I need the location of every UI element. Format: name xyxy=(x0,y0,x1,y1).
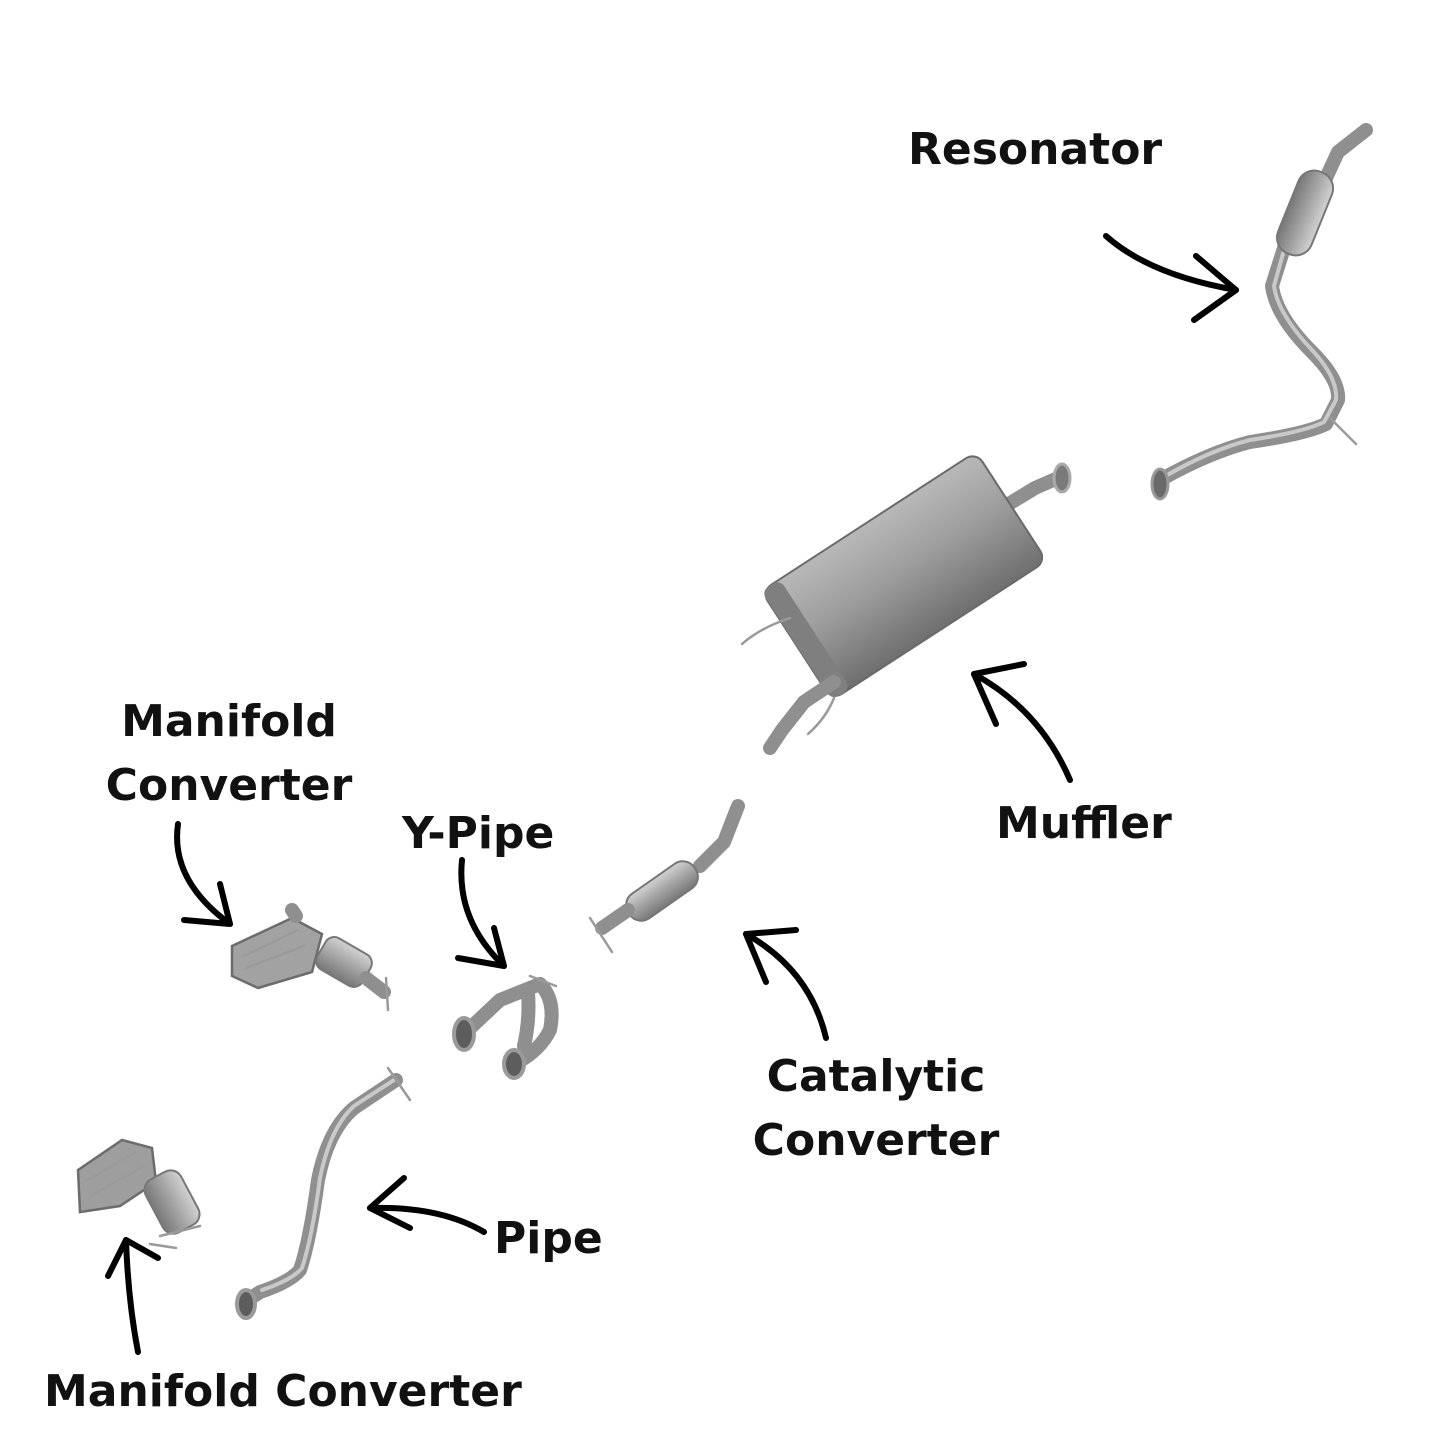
label-manifold-converter-upper-line1: Manifold xyxy=(121,696,337,747)
label-muffler: Muffler xyxy=(996,798,1172,849)
arrow-manifold-converter-upper xyxy=(174,821,233,927)
manifold-converter-lower-part xyxy=(76,1138,202,1250)
label-catalytic-converter-line1: Catalytic xyxy=(766,1051,986,1102)
label-catalytic-converter: Catalytic Converter xyxy=(750,1045,1002,1173)
arrow-resonator xyxy=(1103,233,1239,323)
arrow-catalytic-converter xyxy=(743,927,829,1041)
arrow-muffler xyxy=(971,661,1073,783)
front-pipe-part xyxy=(235,1066,412,1320)
label-y-pipe: Y-Pipe xyxy=(402,808,555,859)
resonator-part xyxy=(1150,123,1373,501)
label-manifold-converter-lower: Manifold Converter xyxy=(44,1366,522,1417)
catalytic-converter-part xyxy=(588,799,745,954)
label-resonator: Resonator xyxy=(908,124,1163,175)
y-pipe-part xyxy=(452,974,559,1080)
muffler-part xyxy=(740,455,1072,755)
manifold-converter-upper-part xyxy=(230,903,391,1012)
label-manifold-converter-upper: Manifold Converter xyxy=(100,690,358,818)
arrow-y-pipe xyxy=(455,857,507,969)
arrow-pipe xyxy=(367,1175,487,1235)
label-pipe: Pipe xyxy=(494,1213,603,1264)
label-manifold-converter-upper-line2: Converter xyxy=(105,760,353,811)
arrow-manifold-converter-lower xyxy=(105,1237,161,1355)
label-catalytic-converter-line2: Converter xyxy=(752,1115,1000,1166)
